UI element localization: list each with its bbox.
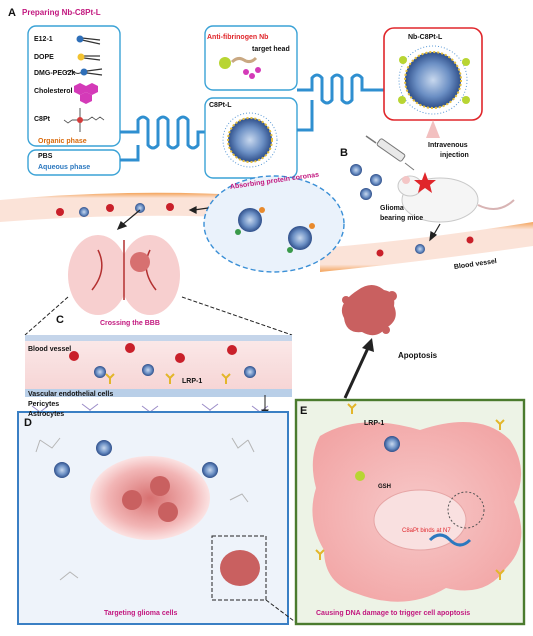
gsh-label: GSH bbox=[378, 484, 392, 490]
apoptotic-cell bbox=[341, 285, 397, 336]
injection-line2: injection bbox=[440, 152, 469, 159]
nb-title: Anti-fibrinogen Nb bbox=[207, 34, 269, 41]
nb-box bbox=[204, 25, 298, 91]
mice-line2: bearing mice bbox=[380, 215, 424, 222]
astrocytes-label: Astrocytes bbox=[28, 411, 65, 418]
c8ptl-label: C8Pt-L bbox=[209, 102, 232, 109]
component-c8pt: C8Pt bbox=[34, 116, 50, 123]
mouse-icon bbox=[397, 172, 515, 223]
component-e12-1: E12-1 bbox=[34, 36, 53, 43]
aqueous-phase-label: Aqueous phase bbox=[38, 164, 91, 171]
circulating-nanoparticles bbox=[350, 164, 382, 200]
neuron-network bbox=[35, 437, 255, 581]
endothelial-label: Vascular endothelial cells bbox=[28, 391, 114, 398]
e12-1-icon bbox=[76, 35, 101, 45]
apoptosis-label: Apoptosis bbox=[398, 351, 438, 360]
pbs-label: PBS bbox=[38, 153, 53, 160]
component-dope: DOPE bbox=[34, 54, 54, 61]
panel-a-title: Preparing Nb-C8Pt-L bbox=[22, 8, 101, 17]
syringe-icon bbox=[365, 135, 415, 171]
panel-e-frame bbox=[294, 398, 526, 626]
lrp1-label-e: LRP-1 bbox=[364, 420, 385, 427]
c8pt-icon bbox=[63, 108, 105, 132]
cholesterol-icon bbox=[74, 83, 98, 104]
c8ptl-box bbox=[204, 97, 298, 179]
panel-e-letter: E bbox=[300, 405, 308, 417]
panel-e-title: Causing DNA damage to trigger cell apopt… bbox=[316, 610, 471, 617]
organic-phase-label: Organic phase bbox=[38, 138, 87, 145]
mice-line1: Glioma bbox=[380, 205, 404, 212]
apoptosis-arrow bbox=[343, 338, 374, 399]
dmg-peg2k-icon bbox=[65, 68, 103, 76]
bbb-blood-vessel-label: Blood vessel bbox=[28, 346, 72, 353]
product-label: Nb-C8Pt-L bbox=[408, 34, 443, 41]
component-cholesterol: Cholesterol bbox=[34, 88, 73, 95]
microfluidic-mixer-2 bbox=[297, 73, 384, 132]
binding-label: C8aPt binds at N7 bbox=[402, 528, 451, 534]
injection-line1: Intravenous bbox=[428, 142, 468, 149]
bbb-zoom-lines bbox=[24, 296, 293, 336]
panel-d-letter: D bbox=[24, 417, 32, 429]
flow-arrows bbox=[116, 206, 441, 242]
protein-corona-ellipse bbox=[203, 175, 345, 273]
panel-b-letter: B bbox=[340, 147, 348, 159]
brain-illustration bbox=[68, 235, 180, 315]
pericytes-label: Pericytes bbox=[28, 401, 60, 408]
microfluidic-mixer bbox=[120, 115, 210, 162]
panel-c-title: Crossing the BBB bbox=[100, 320, 160, 327]
nb-subtitle: target head bbox=[252, 46, 290, 53]
product-box bbox=[383, 27, 483, 138]
dope-icon bbox=[77, 53, 101, 61]
panel-c-letter: C bbox=[56, 314, 64, 326]
panel-d-frame bbox=[17, 411, 299, 625]
lrp1-label-c: LRP-1 bbox=[182, 378, 203, 385]
panel-a-letter: A bbox=[8, 7, 16, 19]
bbb-cross-section bbox=[25, 335, 292, 397]
panel-d-title: Targeting glioma cells bbox=[104, 610, 178, 617]
component-dmg-peg2k: DMG-PEG2k bbox=[34, 70, 76, 77]
